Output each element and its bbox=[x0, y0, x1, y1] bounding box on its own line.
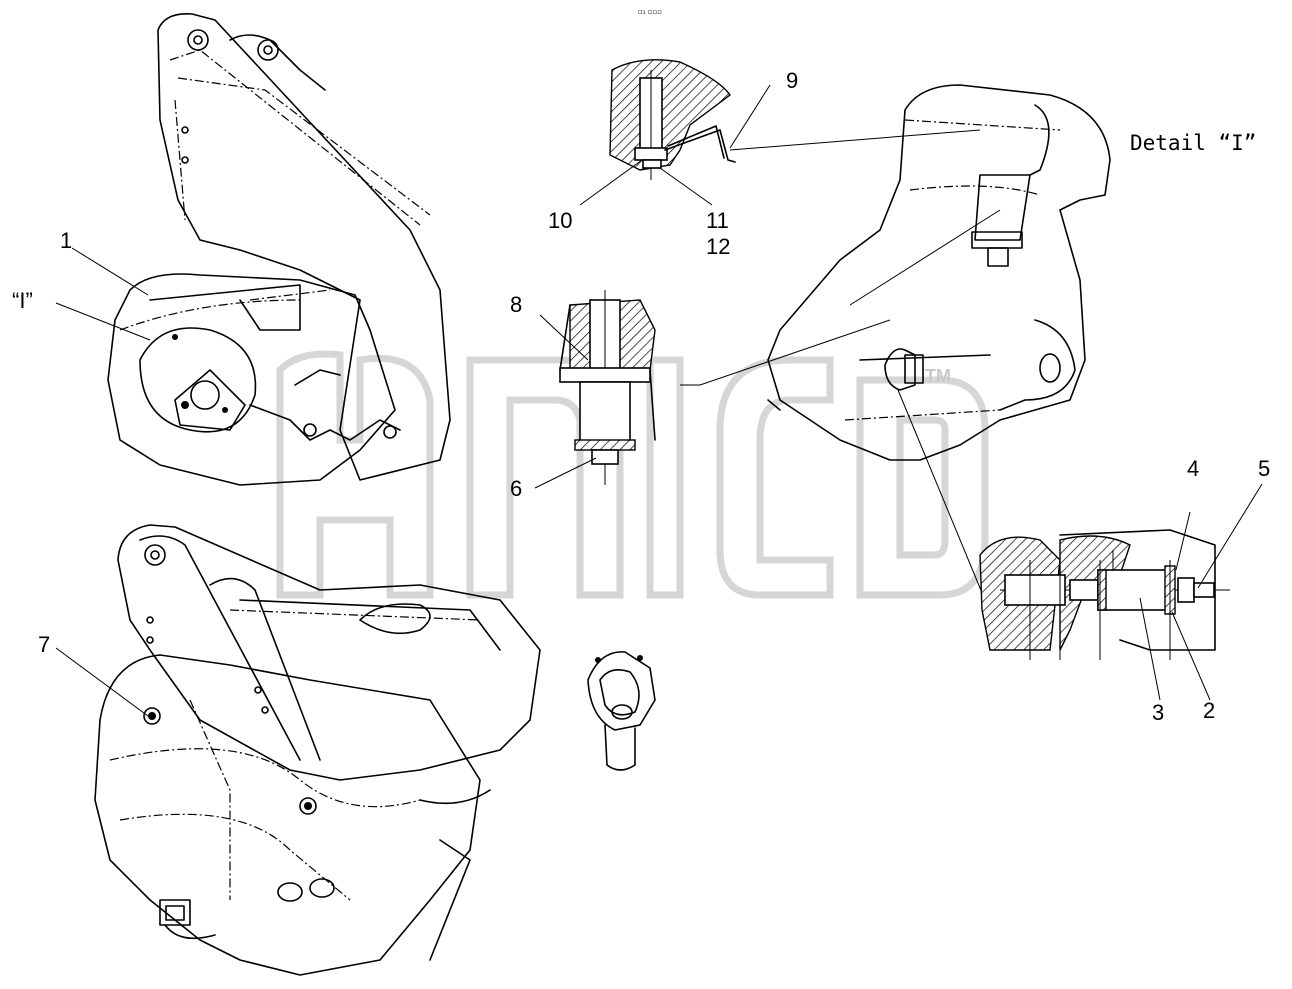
callout-1: 1 bbox=[60, 228, 72, 253]
top-section-detail bbox=[579, 59, 981, 206]
ring-bolt-part bbox=[587, 651, 656, 771]
leader-i bbox=[55, 302, 151, 341]
callout-5: 5 bbox=[1258, 456, 1270, 481]
middle-section-detail bbox=[534, 290, 891, 489]
callout-4: 4 bbox=[1187, 456, 1199, 481]
bottom-left-assembly bbox=[94, 524, 541, 976]
callout-10: 10 bbox=[548, 208, 572, 233]
header-caption: ▫₁ ▫▫▫ bbox=[638, 8, 662, 16]
detail-i-part bbox=[767, 84, 1111, 601]
leader-7 bbox=[55, 647, 149, 717]
callout-I: “I” bbox=[12, 288, 33, 313]
callout-3: 3 bbox=[1152, 700, 1164, 725]
callout-9: 9 bbox=[786, 68, 798, 93]
top-left-assembly bbox=[107, 13, 451, 486]
callout-8: 8 bbox=[510, 292, 522, 317]
watermark-mark: TM bbox=[925, 366, 951, 386]
right-section-detail bbox=[979, 483, 1263, 701]
leader-1 bbox=[71, 247, 149, 296]
detail-title: Detail “I” bbox=[1130, 131, 1256, 155]
callout-6: 6 bbox=[510, 476, 522, 501]
callout-11: 11 bbox=[706, 208, 729, 233]
watermark: TM bbox=[276, 350, 989, 599]
callout-2: 2 bbox=[1203, 698, 1215, 723]
callout-7: 7 bbox=[38, 632, 50, 657]
callout-12: 12 bbox=[706, 234, 730, 259]
